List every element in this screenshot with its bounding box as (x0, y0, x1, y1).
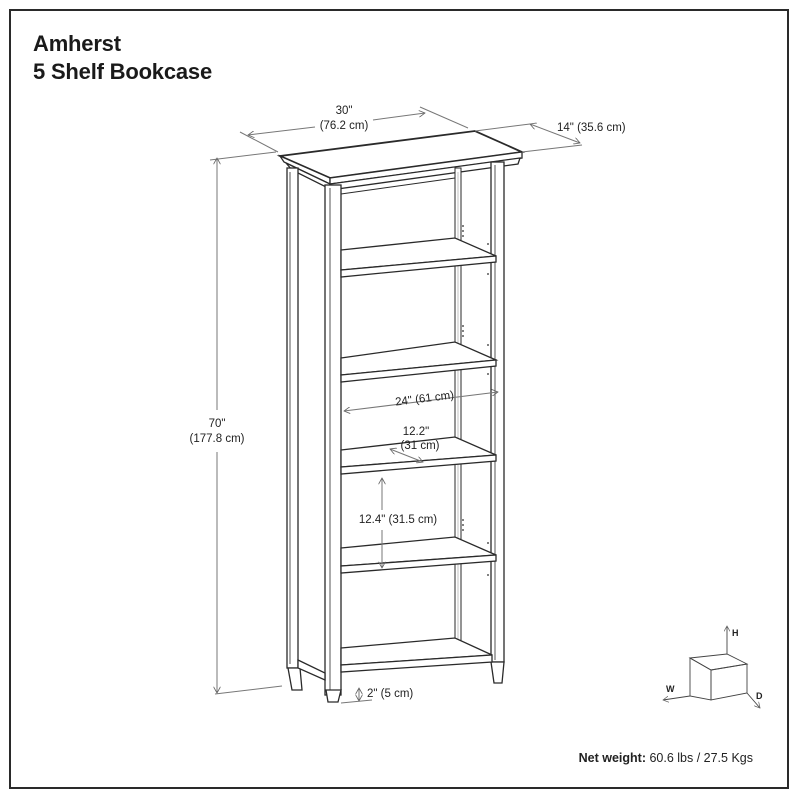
leg-height-label: 2" (5 cm) (367, 688, 413, 700)
shelf-spacing-label: 12.4" (31.5 cm) (359, 514, 437, 526)
height-cm-label: (177.8 cm) (190, 433, 245, 445)
net-weight-label: Net weight: (578, 751, 646, 765)
shelf-depth-inches-label: 12.2" (403, 426, 429, 438)
shelf-width-label: 24" (61 cm) (395, 389, 455, 408)
shelf-bottom (340, 637, 493, 673)
product-brand-line: Amherst (33, 31, 121, 56)
diagram-frame (9, 9, 789, 789)
net-weight-value: 60.6 lbs / 27.5 Kgs (645, 751, 753, 765)
dimension-lines (209, 106, 583, 704)
axis-legend-cube (663, 626, 760, 708)
product-title: Amherst 5 Shelf Bookcase (33, 30, 212, 86)
width-cm-label: (76.2 cm) (320, 120, 369, 132)
shelf-2 (340, 341, 499, 383)
shelf-1 (340, 237, 497, 278)
width-inches-label: 30" (336, 105, 353, 117)
bookcase-illustration (276, 130, 526, 703)
product-model-line: 5 Shelf Bookcase (33, 59, 212, 84)
axis-h-label: H (732, 628, 739, 638)
shelf-4 (340, 536, 497, 574)
depth-label: 14" (35.6 cm) (557, 122, 626, 134)
axis-w-label: W (666, 684, 675, 694)
shelf-depth-cm-label: (31 cm) (401, 440, 440, 452)
axis-d-label: D (756, 691, 763, 701)
net-weight: Net weight: 60.6 lbs / 27.5 Kgs (579, 751, 753, 765)
height-inches-label: 70" (209, 418, 226, 430)
